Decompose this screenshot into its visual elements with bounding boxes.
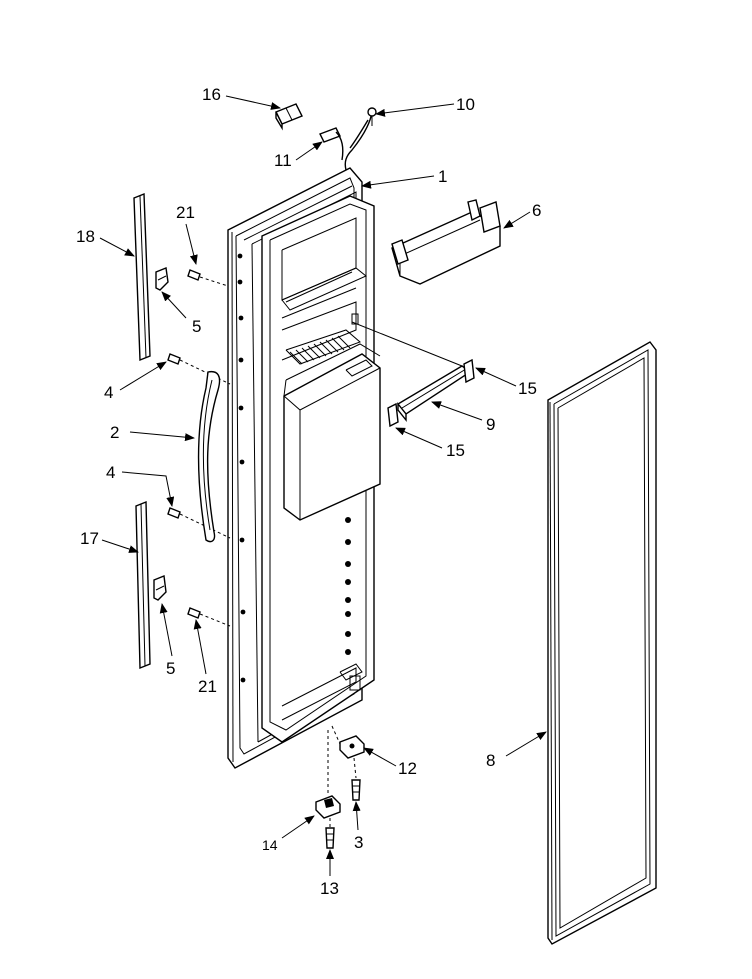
callout-13: 13 xyxy=(320,879,339,898)
callout-2: 2 xyxy=(110,423,119,442)
part-17-trim-strip xyxy=(135,500,151,670)
callout-12: 12 xyxy=(398,759,417,778)
part-15-end-cap-lower xyxy=(387,402,399,428)
part-4-screw-upper xyxy=(167,353,231,385)
callout-17: 17 xyxy=(80,529,99,548)
part-12-hinge xyxy=(331,725,365,759)
callout-21-lower: 21 xyxy=(198,677,217,696)
part-11-wire-harness xyxy=(319,107,377,171)
door-panel-part-1 xyxy=(227,167,381,769)
callout-4-lower: 4 xyxy=(106,463,115,482)
callout-15-upper: 15 xyxy=(518,379,537,398)
callout-6: 6 xyxy=(532,201,541,220)
callout-10: 10 xyxy=(456,95,475,114)
part-4-screw-lower xyxy=(167,507,231,539)
callout-5-upper: 5 xyxy=(192,317,201,336)
callout-8: 8 xyxy=(486,751,495,770)
callout-4-upper: 4 xyxy=(104,383,113,402)
part-6-door-shelf xyxy=(391,199,501,285)
callout-18: 18 xyxy=(76,227,95,246)
callout-labels: 16 10 11 1 6 18 21 5 4 15 9 2 15 4 17 5 … xyxy=(76,85,541,898)
callout-9: 9 xyxy=(486,415,495,434)
part-18-trim-strip xyxy=(133,192,151,362)
callout-16: 16 xyxy=(202,85,221,104)
callout-14: 14 xyxy=(262,837,278,853)
part-2-door-handle xyxy=(197,370,221,543)
callout-1: 1 xyxy=(438,167,447,186)
ice-chute-fins xyxy=(285,329,361,365)
part-9-rail xyxy=(351,321,472,422)
part-5-clip-upper xyxy=(155,267,169,291)
callout-15-lower: 15 xyxy=(446,441,465,460)
part-5-clip-lower xyxy=(153,575,167,601)
leader-arrows xyxy=(99,95,547,876)
part-15-end-cap-upper xyxy=(463,358,475,384)
part-8-door-gasket xyxy=(547,341,657,945)
part-16-block xyxy=(275,103,303,131)
part-21-screw-lower xyxy=(187,607,231,627)
callout-11: 11 xyxy=(274,151,292,170)
liner-holes xyxy=(345,517,351,655)
part-14-lower-hinge xyxy=(315,730,341,819)
callout-5-lower: 5 xyxy=(166,659,175,678)
part-13-screw xyxy=(325,818,335,849)
callout-21-upper: 21 xyxy=(176,203,195,222)
door-edge-holes xyxy=(237,253,246,683)
callout-3: 3 xyxy=(354,833,363,852)
part-15-top-tab xyxy=(351,313,359,325)
part-3-screw xyxy=(351,757,361,801)
part-21-screw-upper xyxy=(187,269,229,287)
